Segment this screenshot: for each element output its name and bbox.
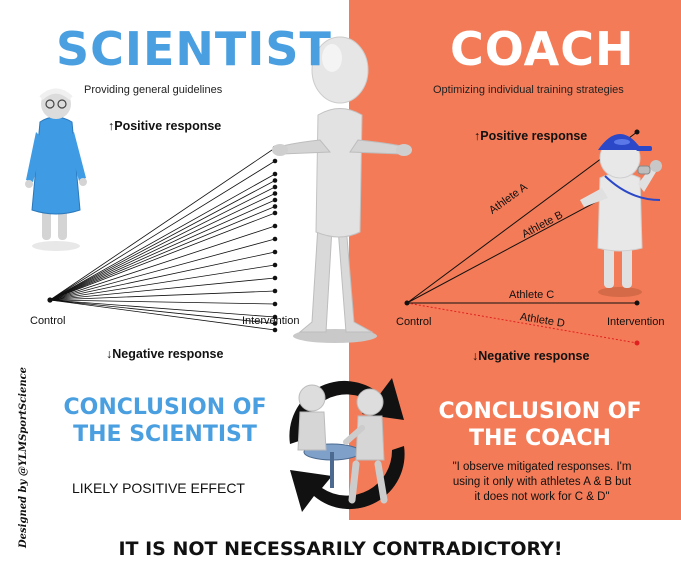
coach-control-point	[404, 300, 410, 306]
scientist-point-18	[272, 327, 278, 333]
scientist-negative-label: ↓Negative response	[106, 347, 224, 361]
scientist-point-11	[272, 249, 278, 255]
athlete-a-point	[634, 129, 640, 135]
scientist-point-1	[272, 158, 278, 164]
scientist-point-8	[272, 210, 278, 216]
scientist-control-label: Control	[30, 315, 66, 327]
scientist-line-18	[49, 299, 276, 331]
discussion-scene	[289, 378, 405, 512]
coach-intervention-label: Intervention	[607, 316, 665, 328]
scientist-line-3	[49, 180, 276, 301]
scientist-point-7	[272, 204, 278, 209]
coach-conclusion-heading: CONCLUSION OF THE COACH	[430, 398, 650, 452]
scientist-title: SCIENTIST	[56, 22, 332, 76]
scientist-line-2	[49, 173, 276, 301]
scientist-line-4	[49, 186, 276, 301]
coach-subtitle: Optimizing individual training strategie…	[433, 84, 624, 96]
coach-positive-label: ↑Positive response	[474, 129, 588, 143]
scientist-point-16	[272, 314, 278, 320]
scientist-intervention-label: Intervention	[242, 315, 300, 327]
coach-negative-label: ↓Negative response	[472, 349, 590, 363]
coach-conclusion-line2: THE COACH	[469, 426, 611, 451]
coach-figure	[580, 134, 662, 297]
scientist-point-9	[272, 223, 278, 229]
scientist-line-16	[49, 299, 276, 318]
scientist-point-12	[272, 262, 278, 268]
athlete-d-point	[634, 340, 640, 346]
scientist-line-9	[49, 225, 276, 301]
scientist-point-15	[272, 301, 278, 307]
coach-quote-line1: "I observe mitigated responses. I'm	[452, 461, 632, 473]
footer-statement: IT IS NOT NECESSARILY CONTRADICTORY!	[118, 538, 563, 560]
designer-credit: Designed by @YLMSportScience	[18, 366, 29, 548]
scientist-subtitle: Providing general guidelines	[84, 84, 223, 96]
scientist-point-10	[272, 236, 278, 242]
scientist-line-15	[49, 299, 276, 305]
scientist-positive-label: ↑Positive response	[108, 119, 222, 133]
athlete-c-label: Athlete C	[509, 289, 555, 301]
scientist-line-10	[49, 238, 276, 301]
scientist-line-12	[49, 264, 276, 301]
scientist-line-14	[49, 290, 276, 301]
coach-conclusion-line1: CONCLUSION OF	[438, 399, 642, 424]
scientist-response-lines	[47, 145, 278, 333]
scientist-control-point	[47, 297, 53, 303]
central-figure	[272, 36, 412, 343]
scientist-line-7	[49, 206, 276, 301]
scientist-point-2	[272, 171, 278, 177]
scientist-figure	[25, 88, 87, 251]
scientist-point-6	[272, 197, 278, 203]
scientist-point-4	[272, 184, 278, 190]
scientist-line-5	[49, 193, 276, 301]
scientist-line-8	[49, 212, 276, 301]
scientist-point-13	[272, 275, 278, 281]
scientist-conclusion-heading: CONCLUSION OF THE SCIENTIST	[60, 394, 270, 448]
scientist-line-13	[49, 277, 276, 301]
scientist-point-3	[272, 178, 278, 183]
coach-title: COACH	[450, 22, 635, 76]
scientist-line-11	[49, 251, 276, 301]
scientist-line-1	[49, 160, 276, 301]
scientist-conclusion-line1: CONCLUSION OF	[63, 395, 267, 420]
coach-quote-line3: it does not work for C & D"	[474, 491, 610, 503]
scientist-point-17	[272, 321, 278, 326]
scientist-line-0	[49, 147, 276, 301]
coach-control-label: Control	[396, 316, 432, 328]
coach-quote-line2: using it only with athletes A & B but	[452, 476, 632, 488]
scientist-line-17	[49, 299, 276, 324]
athlete-d-line	[406, 302, 638, 344]
scientist-point-14	[272, 288, 278, 294]
scientist-line-6	[49, 199, 276, 301]
athlete-c-point	[634, 300, 640, 306]
scientist-verdict: LIKELY POSITIVE EFFECT	[72, 480, 245, 496]
athlete-a-line	[406, 131, 638, 304]
scientist-point-5	[272, 191, 278, 196]
coach-quote: "I observe mitigated responses. I'm usin…	[432, 460, 652, 505]
scientist-conclusion-line2: THE SCIENTIST	[73, 422, 257, 447]
